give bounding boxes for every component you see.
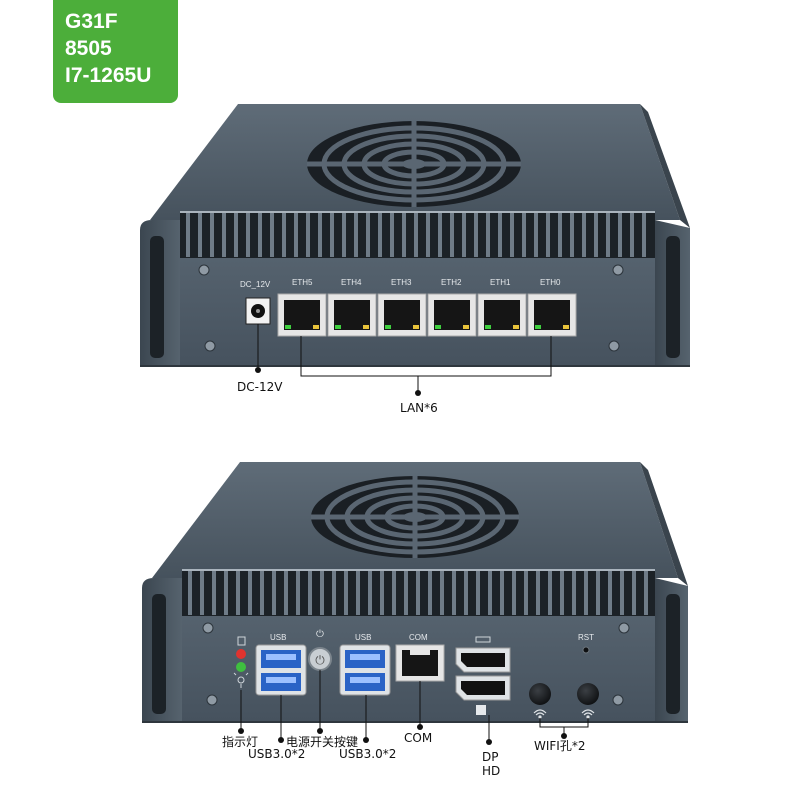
reset-button[interactable]	[582, 646, 590, 654]
com-callout: COM	[404, 731, 433, 745]
dp-callout: DP	[482, 750, 499, 764]
led-red	[236, 649, 246, 659]
front-unit: DC_12V ETH5 ETH4 ETH3 ETH2 ETH1 ETH0	[140, 104, 690, 396]
wifi-icon	[581, 709, 595, 719]
wifi-antenna-hole	[577, 683, 599, 705]
hdd-icon	[237, 636, 246, 646]
fan-grill-icon	[311, 476, 519, 558]
screw-icon	[206, 694, 218, 706]
indicator-callout: 指示灯	[222, 735, 259, 749]
eth-label: ETH0	[540, 278, 561, 287]
power-symbol-icon: ⏻	[315, 653, 325, 667]
badge-cpu: I7-1265U	[65, 64, 152, 87]
usb-right-callout: USB3.0*2	[339, 747, 397, 761]
wifi-callout: WIFI孔*2	[534, 739, 586, 753]
model-badge: G31F 8505 I7-1265U	[53, 0, 178, 103]
led-green	[236, 662, 246, 672]
wifi-antenna-hole	[529, 683, 551, 705]
com-port	[395, 644, 445, 682]
screw-icon	[618, 622, 630, 634]
lan-callout: LAN*6	[400, 401, 438, 415]
rj45-port-group	[277, 293, 577, 337]
badge-chipset: 8505	[65, 37, 112, 60]
usb-label-right: USB	[355, 633, 371, 642]
eth-label: ETH1	[490, 278, 511, 287]
displayport-icon	[476, 705, 486, 715]
power-button-callout: 电源开关按键	[286, 735, 359, 749]
hdmi-icon	[475, 636, 491, 643]
dc-port-label: DC_12V	[240, 280, 271, 289]
rst-label: RST	[578, 633, 594, 642]
badge-model: G31F	[65, 10, 118, 33]
eth-label: ETH5	[292, 278, 313, 287]
fan-grill-icon	[307, 121, 521, 207]
screw-icon	[612, 264, 624, 276]
usb-left-callout: USB3.0*2	[248, 747, 306, 761]
back-unit: USB ⏻ ⏻ USB COM	[142, 462, 688, 745]
usb-label-left: USB	[270, 633, 286, 642]
displayport-port	[455, 675, 511, 701]
usb3-port-pair-right	[339, 644, 391, 696]
screw-icon	[204, 340, 216, 352]
eth-label: ETH2	[441, 278, 462, 287]
hdmi-port	[455, 647, 511, 673]
screw-icon	[608, 340, 620, 352]
dc-callout: DC-12V	[237, 380, 283, 394]
eth-label: ETH4	[341, 278, 362, 287]
screw-icon	[198, 264, 210, 276]
power-led-icon	[233, 672, 249, 688]
screw-icon	[612, 694, 624, 706]
screw-icon	[202, 622, 214, 634]
com-label: COM	[409, 633, 428, 642]
usb3-port-pair-left	[255, 644, 307, 696]
eth-label: ETH3	[391, 278, 412, 287]
power-icon: ⏻	[316, 629, 324, 640]
hd-callout: HD	[482, 764, 501, 778]
